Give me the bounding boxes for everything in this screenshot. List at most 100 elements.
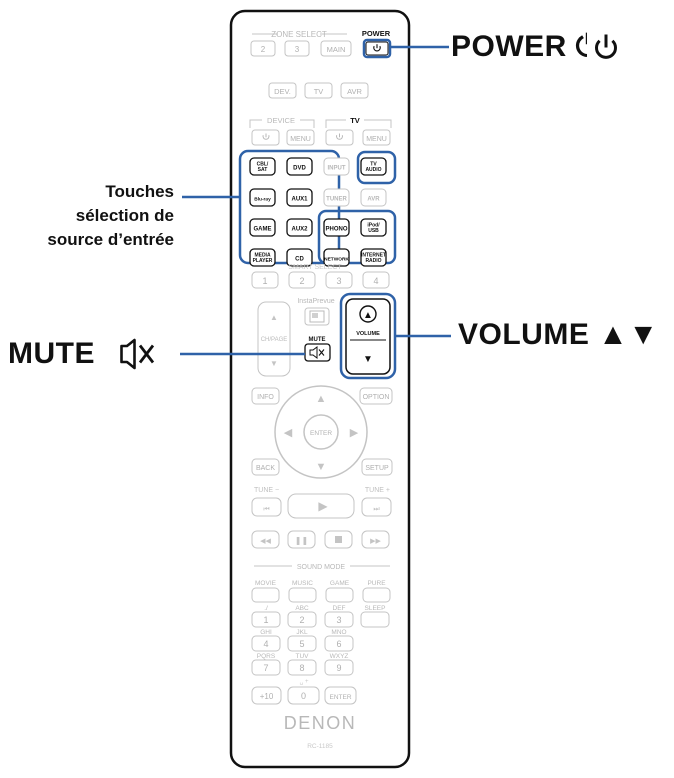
- source-button-cbl-sat[interactable]: CBL/SAT: [249, 157, 276, 176]
- info-button[interactable]: INFO: [251, 387, 280, 405]
- source-button-label: Blu-ray: [254, 197, 271, 203]
- enter-small-button[interactable]: ENTER: [324, 686, 357, 705]
- keypad-button-1[interactable]: 1: [251, 611, 281, 628]
- volume-callout-text: VOLUME ▲▼: [458, 318, 659, 351]
- keypad-button-2[interactable]: 2: [287, 611, 317, 628]
- source-button-tuner[interactable]: TUNER: [323, 188, 350, 207]
- enter-button[interactable]: ENTER: [310, 430, 332, 437]
- instaprevue-label: InstaPrevue: [297, 298, 334, 305]
- source-button-game[interactable]: GAME: [249, 218, 276, 237]
- sound-mode-button-game[interactable]: [325, 587, 354, 603]
- volume-label: VOLUME: [356, 331, 380, 337]
- source-button-dvd[interactable]: DVD: [286, 157, 313, 176]
- source-button-label: SAT: [258, 167, 268, 173]
- keypad-letters: DEF: [333, 605, 346, 612]
- tv-menu-button[interactable]: MENU: [362, 129, 391, 146]
- sleep-button[interactable]: [360, 611, 390, 628]
- keypad-button-6[interactable]: 6: [324, 635, 354, 652]
- source-button-cd[interactable]: CD: [286, 248, 313, 267]
- source-button-label: USB: [368, 228, 379, 234]
- svg-text:DEV.: DEV.: [274, 87, 291, 96]
- svg-text:ENTER: ENTER: [329, 694, 351, 701]
- arrow-left-icon[interactable]: ◀: [284, 427, 293, 439]
- arrow-right-icon[interactable]: ▶: [350, 427, 359, 439]
- mode-button-avr[interactable]: AVR: [340, 82, 369, 99]
- direction-pad[interactable]: ENTER ▲ ▼ ◀ ▶: [274, 385, 368, 479]
- tv-power-button[interactable]: [325, 129, 354, 146]
- ch-page-rocker[interactable]: ▲ CH/PAGE ▼: [257, 301, 291, 377]
- volume-callout: VOLUME ▲▼: [458, 318, 659, 352]
- source-button-phono[interactable]: PHONO: [323, 218, 350, 237]
- svg-text:TV: TV: [350, 116, 360, 125]
- rewind-button[interactable]: ◀◀: [251, 530, 280, 549]
- source-button-input[interactable]: INPUT: [323, 157, 350, 176]
- keypad-letters: JKL: [296, 629, 308, 636]
- fast-forward-button[interactable]: ▶▶: [361, 530, 390, 549]
- sound-mode-button-movie[interactable]: [251, 587, 280, 603]
- arrow-up-icon[interactable]: ▲: [316, 393, 327, 405]
- keypad-button-9[interactable]: 9: [324, 659, 354, 676]
- power-callout-icon: [595, 34, 617, 59]
- instaprevue-button[interactable]: [304, 307, 330, 326]
- option-button[interactable]: OPTION: [359, 387, 393, 405]
- keypad-letters: ./: [264, 605, 268, 612]
- keypad-button-4[interactable]: 4: [251, 635, 281, 652]
- tv-audio-highlight: [356, 150, 397, 185]
- source-button-aux1[interactable]: AUX1: [286, 188, 313, 207]
- sound-mode-button-pure[interactable]: [362, 587, 391, 603]
- source-button-label: CD: [295, 257, 304, 263]
- source-callout-line-3: source d’entrée: [47, 230, 174, 249]
- smart-select-button-1[interactable]: 1: [251, 271, 279, 289]
- keypad-button-3[interactable]: 3: [324, 611, 354, 628]
- device-power-button[interactable]: [251, 129, 280, 146]
- volume-rocker[interactable]: ▲ VOLUME ▼: [339, 292, 397, 380]
- play-button[interactable]: ▶: [287, 493, 355, 519]
- source-callout: Touches sélection de source d’entrée: [0, 180, 174, 252]
- previous-track-button[interactable]: ⏮: [251, 497, 282, 517]
- device-menu-button[interactable]: MENU: [286, 129, 315, 146]
- sound-mode-button-music[interactable]: [288, 587, 317, 603]
- stop-button[interactable]: [324, 530, 353, 549]
- setup-button[interactable]: SETUP: [361, 458, 393, 476]
- plus10-button[interactable]: +10: [251, 686, 282, 705]
- source-callout-line-1: Touches: [105, 182, 174, 201]
- zone-button-3[interactable]: 3: [284, 40, 310, 57]
- source-button-aux2[interactable]: AUX2: [286, 218, 313, 237]
- zero-button[interactable]: 0: [287, 686, 320, 705]
- source-button-avr[interactable]: AVR: [360, 188, 387, 207]
- source-button-label: NETWORK: [324, 257, 349, 263]
- source-button-blu-ray[interactable]: Blu-ray: [249, 188, 276, 207]
- source-button-label: PHONO: [325, 227, 347, 233]
- keypad-button-5[interactable]: 5: [287, 635, 317, 652]
- volume-up-button[interactable]: ▲: [359, 305, 377, 323]
- source-button-label: AUDIO: [365, 167, 381, 173]
- source-button-label: GAME: [254, 227, 272, 233]
- source-button-ipod-usb[interactable]: iPod/USB: [360, 218, 387, 237]
- power-callout-text: POWER ⏻: [451, 30, 587, 63]
- mode-button-tv[interactable]: TV: [304, 82, 333, 99]
- svg-text:DEVICE: DEVICE: [267, 116, 295, 125]
- zone-button-2[interactable]: 2: [250, 40, 276, 57]
- pause-button[interactable]: ❚❚: [287, 530, 316, 549]
- volume-down-button[interactable]: ▼: [363, 354, 373, 365]
- smart-select-button-3[interactable]: 3: [325, 271, 353, 289]
- mode-button-dev[interactable]: DEV.: [268, 82, 297, 99]
- keypad-button-8[interactable]: 8: [287, 659, 317, 676]
- zone-button-main[interactable]: MAIN: [320, 40, 352, 57]
- power-button[interactable]: [362, 38, 392, 59]
- arrow-down-icon[interactable]: ▼: [316, 461, 327, 473]
- svg-text:INFO: INFO: [257, 394, 274, 401]
- source-button-network[interactable]: NETWORK: [323, 248, 350, 267]
- next-track-button[interactable]: ⏭: [361, 497, 392, 517]
- back-button[interactable]: BACK: [251, 458, 280, 476]
- smart-select-button-4[interactable]: 4: [362, 271, 390, 289]
- mute-button[interactable]: [304, 343, 331, 362]
- svg-text:AVR: AVR: [347, 87, 362, 96]
- chevron-down-icon: ▼: [363, 354, 373, 365]
- smart-select-button-2[interactable]: 2: [288, 271, 316, 289]
- keypad-button-7[interactable]: 7: [251, 659, 281, 676]
